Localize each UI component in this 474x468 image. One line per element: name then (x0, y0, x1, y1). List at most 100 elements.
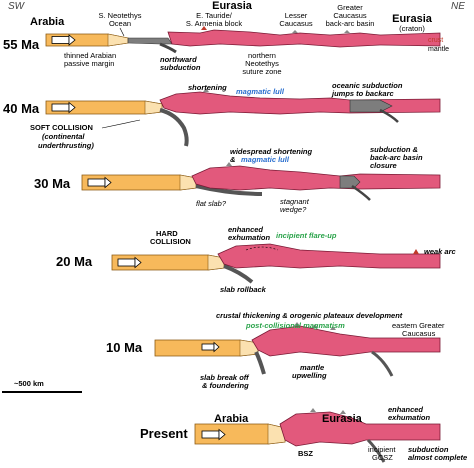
plate-motion-arrow (201, 428, 226, 441)
closing-basin (339, 175, 361, 189)
stagnant-wedge-label-1: stagnant (280, 197, 310, 206)
widespread-label-2: & (230, 155, 235, 164)
tauride-label-1: E. Tauride/ (196, 11, 233, 20)
flat-slab-label: flat slab? (196, 199, 227, 208)
flare-up-label: incipient flare-up (276, 231, 337, 240)
stagnant-wedge-label-2: wedge? (280, 205, 307, 214)
shortening-label: shortening (188, 83, 227, 92)
scale-bar-label: ~500 km (14, 379, 44, 388)
ne-label: NE (451, 1, 465, 12)
hard-collision-label-1: HARD (156, 229, 178, 238)
neotethys-ocean (127, 37, 173, 45)
eurasian-plate (279, 411, 441, 447)
stage-age: 30 Ma (34, 176, 71, 191)
subducting-slab (159, 108, 189, 147)
crust-label: crust (428, 37, 443, 44)
craton-label: (craton) (399, 24, 425, 33)
thinned-margin (267, 423, 286, 445)
plate-motion-arrow (51, 34, 76, 46)
lesser-caucasus-label-2: Caucasus (279, 19, 313, 28)
mountain-icon (226, 162, 232, 166)
magmatic-lull-label: magmatic lull (236, 87, 285, 96)
backarc-closure-label-3: closure (370, 161, 397, 170)
gcsz-label-2: GCSZ (372, 453, 393, 462)
stage-30ma: 30 Ma widespread shortening & magmatic l… (34, 145, 441, 214)
mountain-icon (294, 322, 300, 326)
backarc-closure-label-1: subduction & (370, 145, 418, 154)
slab-rollback-label: slab rollback (220, 285, 267, 294)
greater-caucasus-label-2: Caucasus (333, 11, 367, 20)
plate-motion-arrow (51, 101, 76, 114)
mountain-icon (344, 30, 350, 33)
thinned-margin (144, 100, 163, 115)
mountain-icon (340, 410, 346, 414)
greater-caucasus-label-3: back-arc basin (326, 19, 375, 28)
eurasia-craton-header: Eurasia (392, 13, 433, 25)
stage-age: Present (140, 426, 188, 441)
subducting-slab (159, 42, 177, 54)
backarc-slab (351, 184, 371, 201)
sw-label: SW (8, 1, 26, 12)
suture-label-1: northern (248, 51, 276, 60)
tauride-label-2: S. Armenia block (186, 19, 243, 28)
scale-bar: ~500 km (2, 379, 82, 393)
eurasian-plate (167, 29, 441, 48)
greater-caucasus-label-1: Greater (337, 3, 363, 12)
neotethys-label-1: S. Neotethys (99, 11, 142, 20)
oceanic-label-2: jumps to backarc (331, 89, 395, 98)
stage-55ma: 55 Ma crust mantle thinned Arabian passi… (3, 26, 449, 76)
diagram-header: SW NE Arabia Eurasia Eurasia (craton) S.… (8, 0, 465, 37)
mountain-icon (310, 408, 316, 412)
mountain-icon (330, 326, 336, 330)
caucasus-slab (371, 350, 394, 377)
mountain-icon (312, 324, 318, 328)
stage-40ma: 40 Ma shortening magmatic lull oceanic s… (3, 81, 441, 150)
enhanced-exhumation-label-1: enhanced (388, 405, 423, 414)
soft-collision-label-2: (continental (42, 132, 85, 141)
rollback-slab (223, 264, 254, 284)
thinned-margin (107, 33, 129, 47)
arabia-header: Arabia (30, 16, 65, 28)
volcano-icon (413, 249, 419, 254)
oceanic-label-1: oceanic subduction (332, 81, 403, 90)
flat-slab (195, 184, 263, 196)
thinned-margin-label-2: passive margin (64, 59, 114, 68)
eurasian-plate (159, 91, 441, 115)
mountain-icon (292, 30, 298, 33)
stage-age: 10 Ma (106, 340, 143, 355)
mantle-label: mantle (428, 46, 449, 53)
eastern-gc-label-1: eastern Greater (392, 321, 445, 330)
northward-label-1: northward (160, 55, 197, 64)
stage-age: 40 Ma (3, 101, 40, 116)
plate-motion-arrow (87, 176, 112, 189)
stage-age: 20 Ma (56, 254, 93, 269)
backarc-ocean (349, 99, 393, 113)
mantle-upwelling-label-1: mantle (300, 363, 324, 372)
enhanced-exhumation-label-2: exhumation (388, 413, 431, 422)
thinned-margin-label-1: thinned Arabian (64, 51, 116, 60)
suture-label-3: suture zone (242, 67, 281, 76)
mountain-icon (203, 88, 209, 92)
backarc-closure-label-2: back-arc basin (370, 153, 423, 162)
post-collisional-label: post-collisional magmatism (245, 321, 345, 330)
crustal-thickening-label: crustal thickening & orogenic plateaux d… (216, 311, 403, 320)
suture-label-2: Neotethys (245, 59, 279, 68)
dashed-melt-outline (245, 246, 279, 251)
stage-age: 55 Ma (3, 37, 40, 52)
neotethys-leader (119, 27, 125, 37)
breakoff-label-1: slab break off (200, 373, 250, 382)
eurasian-plate (191, 165, 441, 191)
mantle-upwelling-label-2: upwelling (292, 371, 327, 380)
stage-present: Present Arabia Eurasia enhanced exhumati… (140, 405, 467, 463)
enhanced-exhumation-label-1: enhanced (228, 225, 263, 234)
widespread-label-3: magmatic lull (241, 155, 290, 164)
enhanced-exhumation-label-2: exhumation (228, 233, 271, 242)
volcano-icon (201, 26, 207, 30)
plate-motion-arrow (201, 341, 220, 353)
eurasia-header: Eurasia (212, 0, 253, 12)
weak-arc-label: weak arc (424, 247, 457, 256)
hard-collision-label-2: COLLISION (150, 237, 191, 246)
arabia-present-label: Arabia (214, 413, 249, 425)
eurasian-plate (217, 243, 441, 269)
